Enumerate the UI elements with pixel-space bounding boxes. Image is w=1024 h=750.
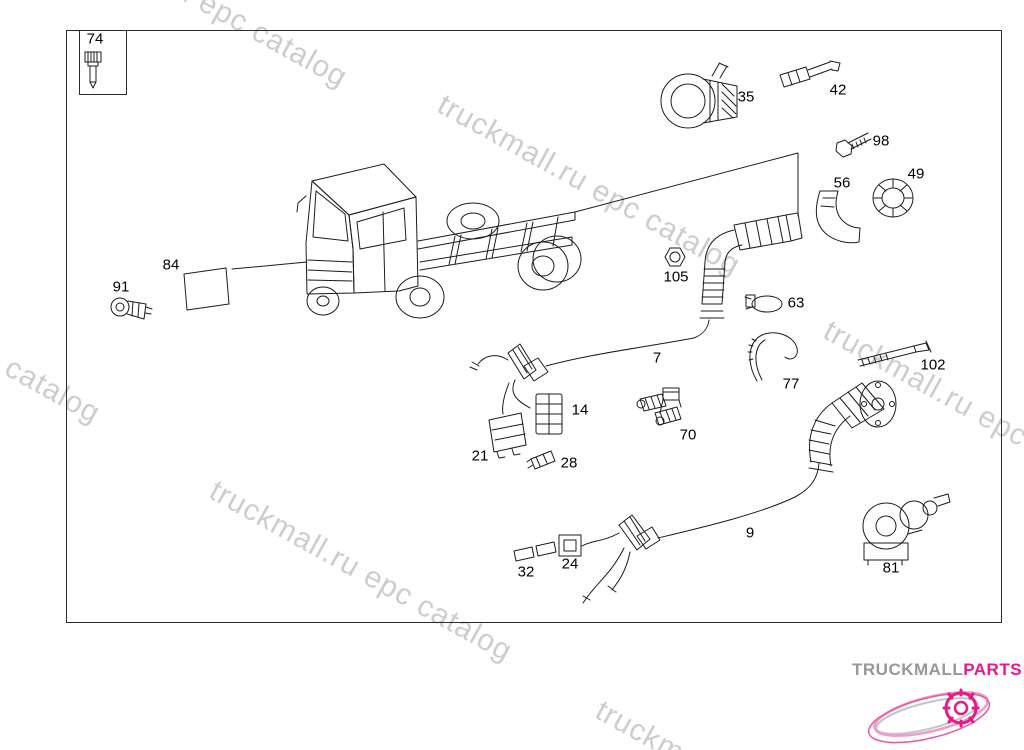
part-70-drawing: [636, 387, 682, 426]
part-label-102: 102: [920, 356, 946, 374]
part-105-drawing: [664, 247, 686, 267]
part-49-drawing: [872, 178, 914, 218]
part-91-drawing: [110, 297, 153, 320]
part-label-42: 42: [829, 81, 847, 99]
part-label-24: 24: [561, 555, 579, 573]
leader-lines: [231, 152, 799, 270]
part-77-drawing: [747, 332, 798, 382]
part-label-21: 21: [471, 447, 489, 465]
logo-gear-icon: [867, 688, 991, 744]
part-28-drawing: [526, 450, 556, 470]
part-label-14: 14: [571, 401, 589, 419]
part-63-drawing: [744, 294, 783, 313]
part-84-drawing: [183, 267, 230, 311]
part-label-74: 74: [86, 30, 104, 48]
pipe-elbow-drawing: [699, 212, 803, 319]
truckmall-logo: TRUCKMALLPARTS: [852, 660, 1022, 749]
part-14-drawing: [535, 393, 563, 435]
part-74-drawing: [84, 51, 102, 89]
truck-drawing: [296, 163, 582, 319]
part-24-drawing: [558, 534, 582, 557]
part-102-drawing: [857, 340, 932, 367]
part-label-32: 32: [517, 563, 535, 581]
part-56-drawing: [815, 190, 861, 244]
logo-text-pink: PARTS: [963, 660, 1023, 679]
part-label-70: 70: [679, 426, 697, 444]
part-label-49: 49: [907, 165, 925, 183]
part-label-91: 91: [112, 278, 130, 296]
part-35-drawing: [660, 62, 738, 129]
diagram-border: [66, 30, 1002, 623]
hose-elbow-unit-drawing: [808, 380, 897, 473]
logo-text-gray: TRUCKMALL: [852, 660, 964, 679]
part-32-drawing: [513, 541, 557, 562]
part-9-cable-drawing: [581, 462, 820, 604]
part-label-77: 77: [782, 375, 800, 393]
part-label-81: 81: [882, 559, 900, 577]
part-label-98: 98: [872, 132, 890, 150]
part-label-9: 9: [745, 524, 755, 542]
part-label-63: 63: [787, 294, 805, 312]
part-7-cable-drawing: [469, 319, 710, 415]
part-98-drawing: [835, 132, 872, 158]
part-label-105: 105: [663, 268, 689, 286]
part-label-56: 56: [833, 174, 851, 192]
part-21-drawing: [488, 412, 527, 459]
logo-text: TRUCKMALLPARTS: [852, 660, 1022, 680]
part-label-35: 35: [737, 88, 755, 106]
part-label-84: 84: [162, 256, 180, 274]
part-label-28: 28: [560, 454, 578, 472]
part-42-drawing: [779, 60, 841, 88]
part-label-7: 7: [652, 349, 662, 367]
part-81-drawing: [862, 493, 951, 566]
